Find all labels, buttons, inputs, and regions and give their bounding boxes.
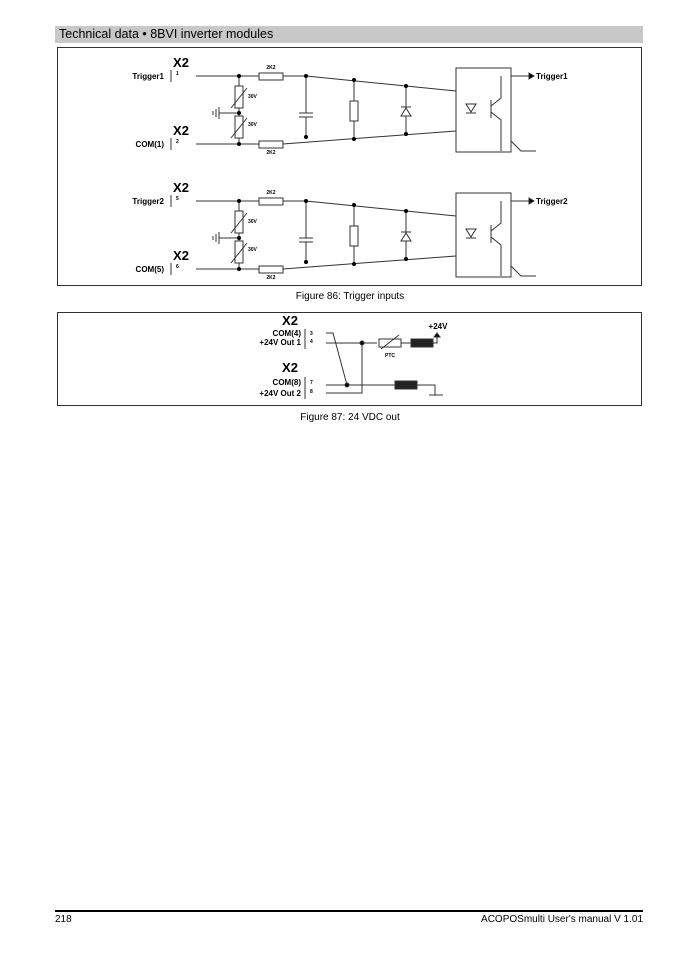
varistor-label: 30V: [248, 219, 258, 225]
resistor-label: 2K2: [266, 150, 275, 156]
junction-dot: [352, 262, 356, 266]
pin-3: 3: [310, 331, 313, 337]
common-label: COM(5): [136, 265, 165, 274]
label-com4: COM(4): [273, 329, 302, 338]
common-label: COM(1): [136, 140, 165, 149]
label-com8: COM(8): [273, 378, 302, 387]
pin-number: 1: [176, 71, 179, 77]
supply-label: +24V: [429, 322, 449, 331]
input-label: Trigger2: [132, 197, 164, 206]
24vdc-out-diagram: X2 COM(4) +24V Out 1 X2 COM(8) +24V Out …: [259, 313, 449, 399]
connector-label-2: X2: [282, 360, 298, 375]
junction-dot: [352, 137, 356, 141]
junction-dot: [304, 135, 308, 139]
pin-4: 4: [310, 339, 313, 345]
junction-dot: [304, 74, 308, 78]
pin-number: 5: [176, 196, 179, 202]
junction-dot: [352, 203, 356, 207]
pin-number: 6: [176, 264, 179, 270]
label-24v-out1: +24V Out 1: [259, 338, 301, 347]
connector-label: X2: [282, 313, 298, 328]
output-label: Trigger2: [536, 197, 568, 206]
label-24v-out2: +24V Out 2: [259, 389, 301, 398]
junction-dot: [404, 84, 408, 88]
footer-rule: [55, 910, 643, 912]
resistor-label: 2K2: [266, 275, 275, 281]
resistor-label: 2K2: [266, 190, 275, 196]
figure-86-caption: Figure 86: Trigger inputs: [295, 291, 405, 302]
junction-dot: [352, 78, 356, 82]
junction-dot: [404, 257, 408, 261]
fuse-2: [394, 380, 418, 390]
junction-dot: [304, 260, 308, 264]
varistor-label: 30V: [248, 247, 258, 253]
connector-label: X2: [173, 248, 189, 263]
page-number: 218: [55, 914, 72, 925]
fuse-1: [410, 338, 434, 348]
section-header: Technical data • 8BVI inverter modules: [55, 26, 643, 43]
figure-87-24vdc-out: X2 COM(4) +24V Out 1 X2 COM(8) +24V Out …: [57, 312, 642, 406]
connector-label: X2: [173, 180, 189, 195]
connector-label: X2: [173, 55, 189, 70]
pin-number: 2: [176, 139, 179, 145]
junction-dot: [237, 142, 241, 146]
pin-8: 8: [310, 389, 313, 395]
varistor-label: 30V: [248, 94, 258, 100]
junction-dot: [404, 209, 408, 213]
pin-7: 7: [310, 380, 313, 386]
output-label: Trigger1: [536, 72, 568, 81]
trigger-inputs-diagram: X2X2Trigger1COM(1)122K22K230V30VTrigger1…: [132, 55, 568, 281]
junction-dot: [237, 111, 241, 115]
figure-87-caption: Figure 87: 24 VDC out: [300, 412, 400, 423]
junction-dot: [237, 74, 241, 78]
connector-label: X2: [173, 123, 189, 138]
ptc-label: PTC: [385, 353, 395, 359]
junction-dot: [237, 236, 241, 240]
junction-dot: [237, 199, 241, 203]
junction-dot: [404, 132, 408, 136]
junction-dot: [304, 199, 308, 203]
input-label: Trigger1: [132, 72, 164, 81]
varistor-label: 30V: [248, 122, 258, 128]
manual-title: ACOPOSmulti User's manual V 1.01: [481, 914, 643, 925]
junction-dot: [237, 267, 241, 271]
resistor-label: 2K2: [266, 65, 275, 71]
